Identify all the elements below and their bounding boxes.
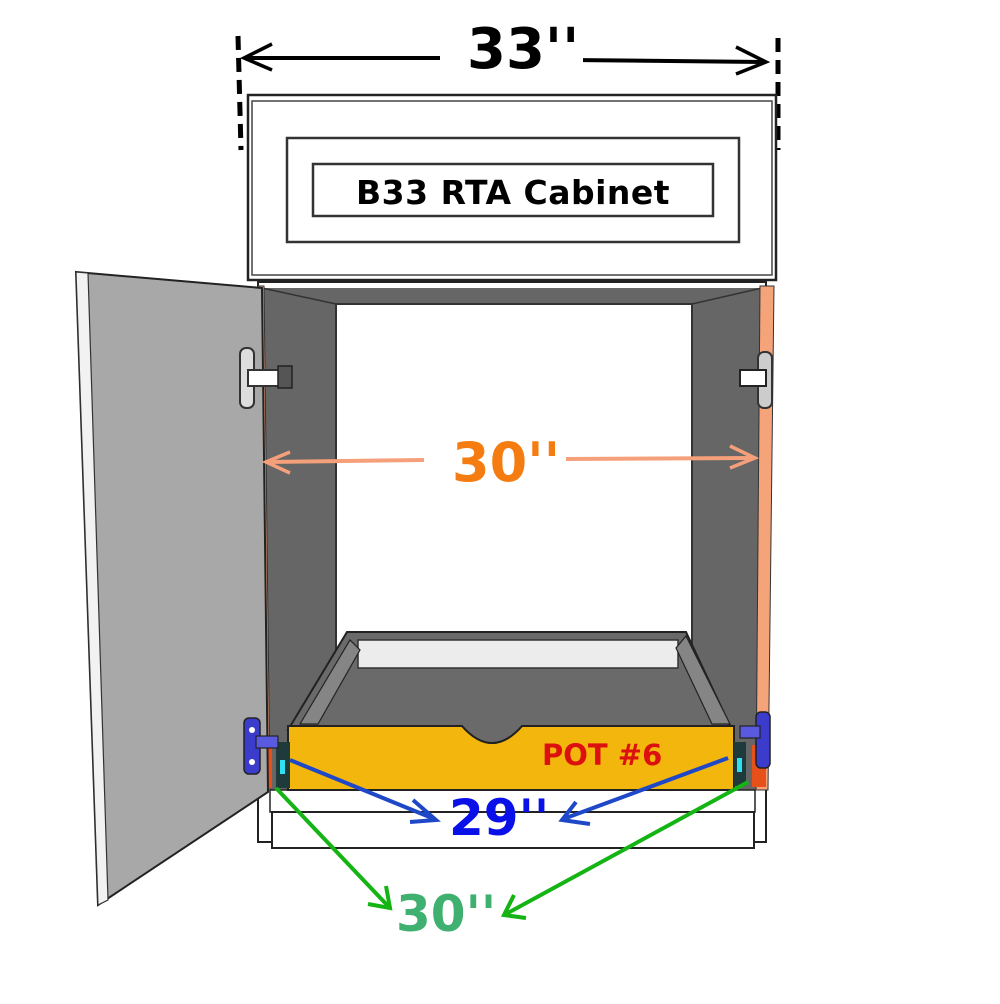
drawer-model-label: POT #6 [542, 738, 663, 772]
overall-width-label: 33'' [463, 22, 584, 78]
open-door [74, 270, 270, 907]
hinge-upper-left [239, 347, 293, 409]
drawer-width-label: 29'' [449, 789, 550, 847]
drawer-width-dimension [289, 756, 729, 826]
inner-opening-label: 30'' [446, 436, 567, 490]
pull-out-drawer [276, 631, 746, 791]
depth-dimension [274, 780, 749, 920]
hinge-lower-left [243, 717, 279, 775]
inner-opening-dimension [261, 444, 760, 475]
cabinet-title: B33 RTA Cabinet [356, 173, 671, 212]
hinge-upper-right [739, 351, 773, 409]
hinge-lower-right [739, 711, 771, 769]
drawer-front-panel [246, 93, 778, 282]
overall-width-dimension [235, 35, 781, 151]
depth-label: 30'' [396, 885, 497, 943]
